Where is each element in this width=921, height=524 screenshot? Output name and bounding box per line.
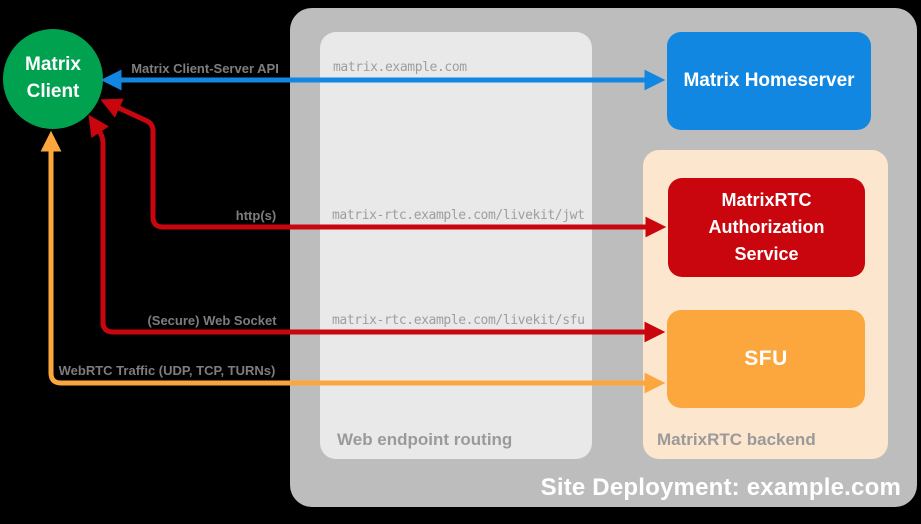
endpoint-matrix-homeserver-url: matrix.example.com [333,60,467,75]
sfu-node: SFU [667,310,865,408]
endpoint-livekit-jwt-url: matrix-rtc.example.com/livekit/jwt [332,208,585,223]
https-arrow-label: http(s) [235,208,277,223]
site-deployment-label: Site Deployment: example.com [540,474,901,501]
matrixrtc-backend-label: MatrixRTC backend [657,430,816,449]
matrix-homeserver-node: Matrix Homeserver [667,32,871,130]
web-endpoint-routing-box: Web endpoint routing [320,32,592,459]
endpoint-livekit-sfu-url: matrix-rtc.example.com/livekit/sfu [332,313,585,328]
webrtc-arrow-label: WebRTC Traffic (UDP, TCP, TURNs) [58,363,276,378]
matrixrtc-authorization-service-node: MatrixRTC Authorization Service [668,178,865,277]
cs-api-arrow-label: Matrix Client-Server API [131,61,279,76]
matrix-client-node: Matrix Client [3,29,103,129]
websocket-arrow-label: (Secure) Web Socket [147,313,277,328]
web-endpoint-routing-label: Web endpoint routing [337,430,513,449]
